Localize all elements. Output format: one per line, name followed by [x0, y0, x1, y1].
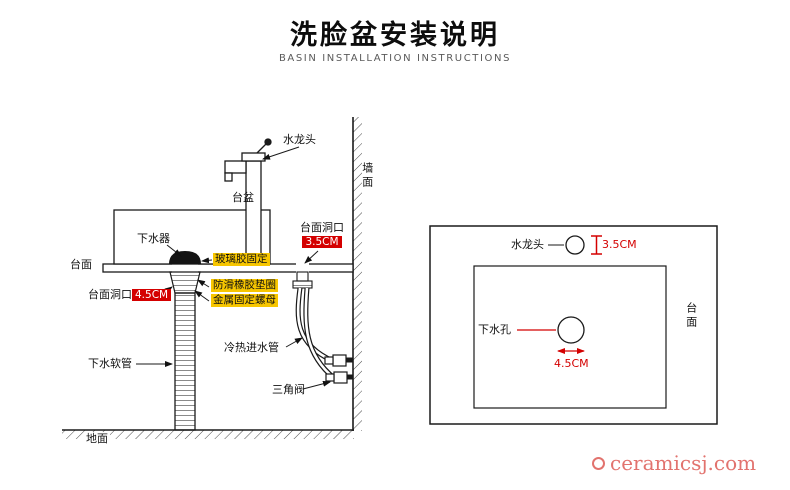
angle-valve-graphic — [324, 354, 353, 384]
page-subtitle: BASIN INSTALLATION INSTRUCTIONS — [278, 53, 512, 64]
faucet-mount-nut — [292, 280, 313, 289]
drain-hose-label: 下水软管 — [88, 357, 132, 370]
glass-glue-label: 玻璃胶固定 — [213, 253, 270, 267]
faucet-graphic — [224, 138, 272, 265]
drain-hole-dimension: 4.5CM — [132, 289, 172, 301]
rubber-washer-label: 防滑橡胶垫圈 — [211, 279, 278, 293]
watermark: ceramicsj.com — [592, 451, 756, 475]
watermark-logo-icon — [592, 456, 605, 470]
topview-faucet-label: 水龙头 — [511, 238, 544, 251]
topview-drain-label: 下水孔 — [478, 323, 511, 336]
floor-hatch — [62, 430, 354, 439]
wall-hatch — [353, 117, 362, 431]
metal-nut-label: 金属固定螺母 — [211, 294, 278, 308]
topview-faucet-dimension: 3.5CM — [602, 238, 637, 251]
faucet-shank — [296, 271, 309, 282]
faucet-hole-text: 台面洞口 — [300, 221, 344, 234]
faucet-label: 水龙头 — [283, 133, 316, 146]
countertop-label: 台面 — [70, 258, 92, 271]
wall-label: 墙面 — [360, 162, 374, 190]
drain-hose-pipe — [174, 292, 196, 431]
faucet-hole-dimension: 3.5CM — [302, 235, 342, 248]
faucet-hole-topview — [565, 235, 585, 255]
page-title: 洗脸盆安装说明 — [290, 20, 500, 51]
faucet-hole-gap — [296, 263, 309, 273]
angle-valve-label: 三角阀 — [272, 383, 305, 396]
inlet-pipes-label: 冷热进水管 — [224, 341, 279, 354]
faucet-dim-bracket — [591, 235, 602, 255]
drain-hole-topview — [557, 316, 585, 344]
floor-label: 地面 — [84, 432, 110, 446]
inlet-hoses — [295, 287, 336, 380]
topview-countertop-label: 台面 — [684, 302, 698, 330]
watermark-text: ceramicsj.com — [610, 451, 757, 475]
topview-drain-dimension: 4.5CM — [554, 357, 589, 370]
drain-fitting-label: 下水器 — [137, 232, 170, 245]
drain-hole-gap — [172, 263, 198, 273]
drain-lock-nut — [169, 271, 201, 294]
faucet-hole-label: 台面洞口 3.5CM — [300, 221, 344, 249]
drain-hole-text: 台面洞口 — [88, 288, 132, 301]
basin-label: 台盆 — [232, 191, 254, 204]
